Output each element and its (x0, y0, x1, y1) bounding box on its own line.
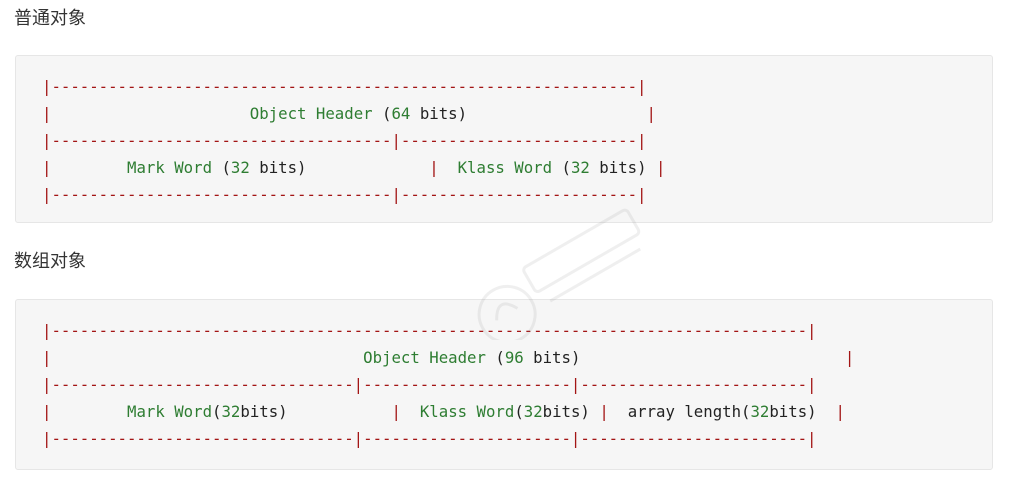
code-token: | (42, 158, 52, 177)
code-token: |---------------------------------------… (42, 77, 647, 96)
code-token: 32 (523, 402, 543, 421)
code-token: | (599, 402, 609, 421)
code-token: | (835, 402, 845, 421)
code-token: 32 (570, 158, 590, 177)
code-token: 96 (504, 348, 524, 367)
code-token (580, 348, 844, 367)
code-token (51, 348, 363, 367)
code-line: |---------------------------------------… (42, 321, 816, 340)
code-token: | (844, 348, 855, 367)
code-token: Mark Word (127, 158, 222, 177)
code-line: |------------------------------------|--… (42, 131, 646, 150)
code-token: ( (561, 158, 571, 177)
code-token: bits) (769, 402, 817, 421)
code-token (306, 158, 429, 177)
code-token: 32 (750, 402, 770, 421)
code-line: |--------------------------------|------… (42, 429, 816, 448)
code-token: | (42, 104, 52, 123)
code-token: ( (495, 348, 505, 367)
code-block-plain-object: |---------------------------------------… (15, 55, 993, 223)
code-token (51, 104, 249, 123)
code-token (439, 158, 458, 177)
code-token: |------------------------------------|--… (42, 131, 647, 150)
code-token: Object Header (249, 104, 383, 123)
code-token (609, 402, 628, 421)
code-token: 32 (230, 158, 250, 177)
code-token (51, 158, 127, 177)
code-token: |--------------------------------|------… (42, 375, 817, 394)
code-token: |---------------------------------------… (42, 321, 817, 340)
code-token: Mark Word (127, 402, 213, 421)
code-token: | (429, 158, 439, 177)
code-token (401, 402, 420, 421)
code-token: bits) (410, 104, 468, 123)
code-token (647, 158, 656, 177)
code-token: bits) (249, 158, 307, 177)
code-token (288, 402, 392, 421)
code-token: bits) (240, 402, 288, 421)
code-token: | (42, 348, 52, 367)
code-line: |--------------------------------|------… (42, 375, 816, 394)
code-token: | (391, 402, 401, 421)
code-token: 32 (221, 402, 241, 421)
code-token (817, 402, 836, 421)
code-token: | (646, 104, 656, 123)
code-line: |---------------------------------------… (42, 77, 646, 96)
code-token: ( (514, 402, 524, 421)
section-heading-plain-object: 普通对象 (14, 8, 86, 29)
code-token: |------------------------------------|--… (42, 185, 647, 204)
code-token (467, 104, 646, 123)
code-content-array-object: |---------------------------------------… (42, 317, 854, 452)
code-token: Object Header (363, 348, 496, 367)
code-token: | (655, 158, 666, 177)
code-token: ( (221, 158, 231, 177)
code-token: bits) (523, 348, 581, 367)
code-token: Klass Word (419, 402, 515, 421)
code-line: | Object Header (96 bits) | (42, 348, 854, 367)
code-token (51, 402, 127, 421)
code-token: ( (382, 104, 392, 123)
code-line: |------------------------------------|--… (42, 185, 646, 204)
code-line: | Mark Word (32 bits) | Klass Word (32 b… (42, 158, 665, 177)
section-heading-array-object: 数组对象 (14, 251, 86, 272)
code-block-array-object: |---------------------------------------… (15, 299, 993, 470)
code-token: bits) (589, 158, 647, 177)
code-token: |--------------------------------|------… (42, 429, 817, 448)
code-token: bits) (542, 402, 590, 421)
code-token: 64 (391, 104, 411, 123)
code-content-plain-object: |---------------------------------------… (42, 73, 665, 208)
code-token: | (42, 402, 52, 421)
code-token: ( (212, 402, 222, 421)
code-token (590, 402, 599, 421)
code-line: | Mark Word(32bits) | Klass Word(32bits)… (42, 402, 845, 421)
code-line: | Object Header (64 bits) | (42, 104, 656, 123)
code-token: array length( (627, 402, 751, 421)
code-token: Klass Word (457, 158, 562, 177)
